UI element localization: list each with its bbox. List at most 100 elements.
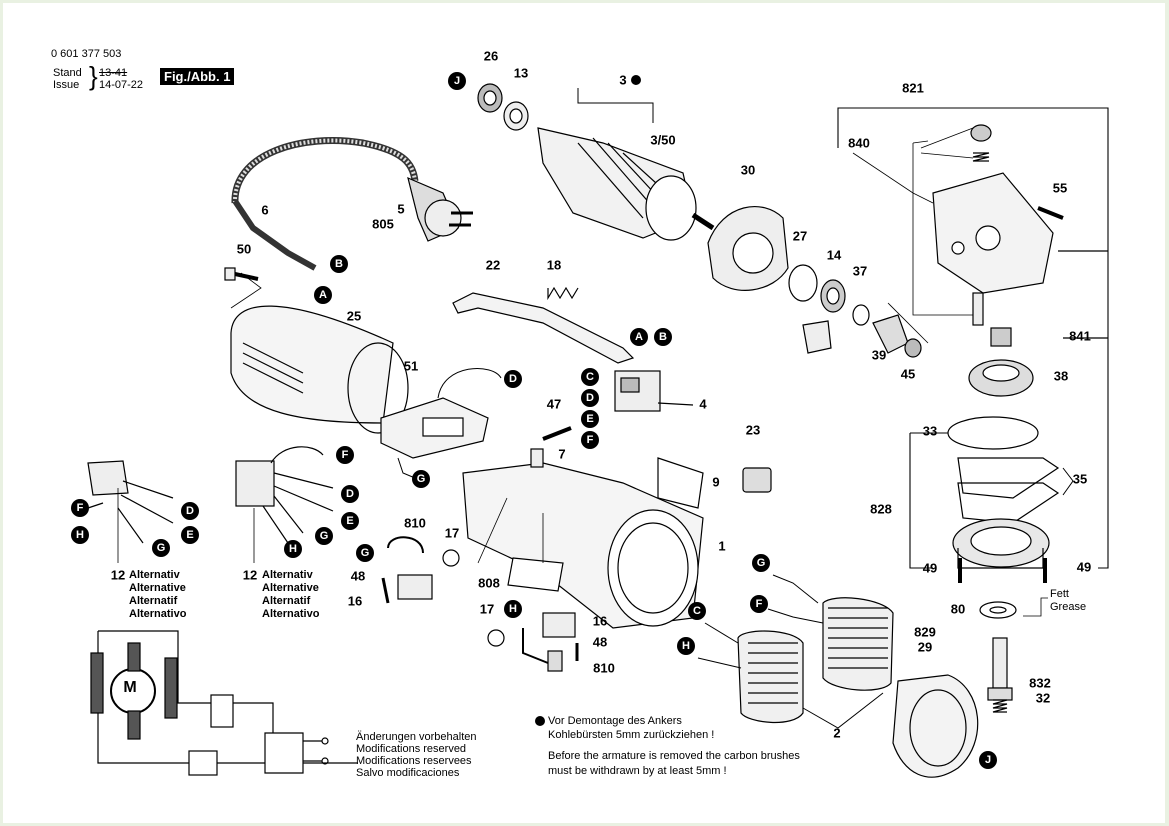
- gasket-35b: [957, 482, 1060, 524]
- modifications-note: Änderungen vorbehalten Modifications res…: [356, 731, 477, 779]
- warning-de-line1: Vor Demontage des Ankers: [548, 715, 682, 727]
- spring-17a: [442, 549, 460, 567]
- marker-d-switch: D: [581, 389, 599, 407]
- marker-g-coil: G: [752, 554, 770, 572]
- grease-label-de: Fett: [1050, 588, 1069, 600]
- callout-12-left: 12: [110, 567, 126, 583]
- marker-h-brush: H: [504, 600, 522, 618]
- callout-829: 829: [914, 624, 936, 640]
- callout-17-top: 17: [444, 525, 460, 541]
- carbon-brush-810a: [387, 536, 424, 554]
- spring: [972, 152, 990, 162]
- marker-j-guard: J: [979, 751, 997, 769]
- callout-4: 4: [699, 396, 707, 412]
- marker-h-coil: H: [677, 637, 695, 655]
- switch-rod-22: [452, 292, 635, 364]
- callout-35: 35: [1072, 471, 1088, 487]
- marker-h-left: H: [71, 526, 89, 544]
- terminal-block-left: [87, 460, 174, 544]
- callout-12-middle: 12: [242, 567, 258, 583]
- callout-840: 840: [848, 135, 870, 151]
- issue-value: 14-07-22: [99, 79, 144, 91]
- callout-26: 26: [483, 48, 499, 64]
- marker-d-middle: D: [341, 485, 359, 503]
- callout-23: 23: [745, 422, 761, 438]
- screw-48a: [381, 577, 390, 604]
- warning-bullet: [535, 716, 545, 726]
- drawing-sheet: 0 601 377 503 Stand Issue } 13-41 14-07-…: [3, 3, 1165, 823]
- marker-d-suppressor: D: [504, 370, 522, 388]
- marker-e-middle: E: [341, 512, 359, 530]
- spring-17b: [487, 629, 505, 647]
- marker-f-left: F: [71, 499, 89, 517]
- washer-37: [852, 304, 870, 326]
- callout-14: 14: [826, 247, 842, 263]
- screw-55: [1037, 206, 1064, 220]
- cover-9: [657, 457, 704, 509]
- cap-840: [970, 124, 992, 142]
- field-coils-2: [737, 597, 894, 724]
- callout-18: 18: [546, 257, 562, 273]
- marker-d-left: D: [181, 502, 199, 520]
- callout-805: 805: [372, 216, 394, 232]
- callout-7: 7: [558, 446, 566, 462]
- screw-50: [224, 267, 259, 281]
- marker-e-left: E: [181, 526, 199, 544]
- callout-55: 55: [1052, 180, 1068, 196]
- spring-18: [547, 286, 579, 301]
- marker-g-brush: G: [356, 544, 374, 562]
- callout-16-bottom: 16: [592, 613, 608, 629]
- callout-37: 37: [852, 263, 868, 279]
- interference-suppressor-51: [380, 397, 489, 459]
- marker-e-switch: E: [581, 410, 599, 428]
- callout-38: 38: [1053, 368, 1069, 384]
- screw-47: [542, 426, 572, 441]
- alternative-labels-left: Alternativ Alternative Alternatif Altern…: [129, 569, 187, 620]
- stator-housing-25: [230, 305, 409, 434]
- callout-16-top: 16: [347, 593, 363, 609]
- callout-832: 832: [1029, 675, 1051, 691]
- marker-h-middle: H: [284, 540, 302, 558]
- wiring-schematic: [90, 630, 358, 776]
- marker-g-left: G: [152, 539, 170, 557]
- power-plug: [407, 176, 473, 242]
- terminal-block-middle: [235, 446, 334, 544]
- brace: }: [89, 61, 98, 91]
- callout-48-top: 48: [350, 568, 366, 584]
- marker-b-switch: B: [654, 328, 672, 346]
- marker-g-middle: G: [315, 527, 333, 545]
- marker-b-cable: B: [330, 255, 348, 273]
- release-button-23: [742, 467, 772, 493]
- marker-j-top: J: [448, 72, 466, 90]
- warning-en-line2: must be withdrawn by at least 5mm !: [548, 765, 727, 777]
- motor-housing-1: [462, 462, 704, 629]
- cable-end: [232, 199, 317, 271]
- marker-f-coil: F: [750, 595, 768, 613]
- nut-45: [904, 338, 922, 358]
- ring-27: [788, 264, 818, 302]
- carbon-brush-810b: [522, 628, 549, 664]
- marker-c-coil: C: [688, 602, 706, 620]
- callout-3-50: 3/50: [650, 132, 676, 148]
- exploded-view-drawing: [87, 83, 1109, 778]
- callout-45: 45: [900, 366, 916, 382]
- callout-17-bottom: 17: [479, 601, 495, 617]
- callout-32: 32: [1035, 690, 1051, 706]
- callout-808: 808: [478, 575, 500, 591]
- fan-baffle-30: [707, 205, 789, 291]
- marker-a-switch: A: [630, 328, 648, 346]
- callout-2: 2: [833, 725, 841, 741]
- marker-a-cable: A: [314, 286, 332, 304]
- callout-29: 29: [917, 639, 933, 655]
- washer-80: [979, 601, 1017, 619]
- bullet-dot: [631, 75, 641, 85]
- warning-de-line2: Kohlebürsten 5mm zurückziehen !: [548, 729, 715, 741]
- wheel-guard: [892, 674, 979, 778]
- callout-33: 33: [922, 423, 938, 439]
- marker-f-switch: F: [581, 431, 599, 449]
- callout-1: 1: [718, 538, 726, 554]
- callout-49-right: 49: [1076, 559, 1092, 575]
- callout-3: 3: [619, 72, 627, 88]
- stand-label: Stand: [53, 67, 82, 79]
- marker-g-suppressor: G: [412, 470, 430, 488]
